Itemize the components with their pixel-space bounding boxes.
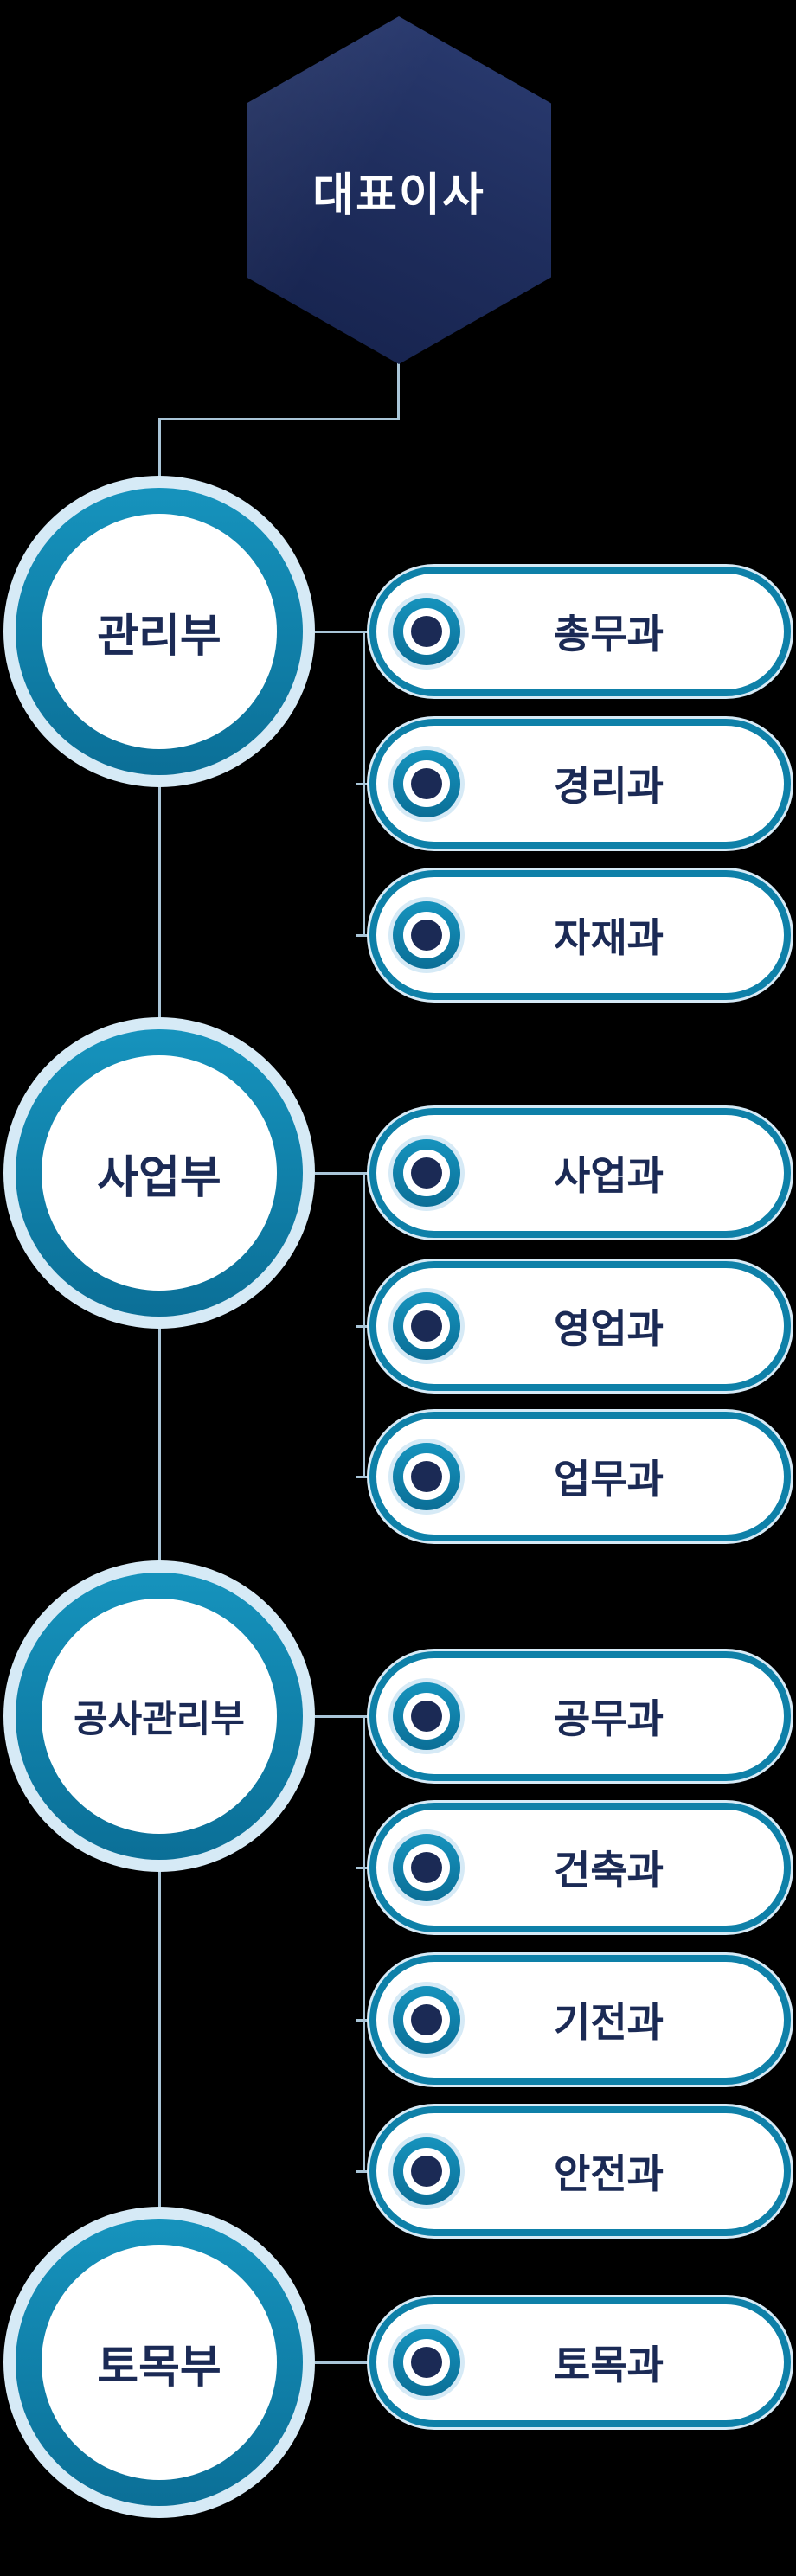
circle-core: 관리부 bbox=[42, 514, 277, 749]
bullet-icon bbox=[388, 897, 465, 973]
connector-line bbox=[356, 1476, 374, 1478]
section-pill: 토목과 bbox=[369, 2297, 791, 2427]
bullet-icon bbox=[388, 1829, 465, 1906]
bullet-icon bbox=[388, 1288, 465, 1364]
connector-line bbox=[315, 1715, 369, 1718]
dept-circle-construction-mgmt: 공사관리부 bbox=[3, 1560, 315, 1872]
bullet-icon bbox=[388, 2324, 465, 2400]
connector-line bbox=[356, 2019, 374, 2022]
connector-line bbox=[315, 631, 369, 633]
dept-label: 사업부 bbox=[97, 1152, 221, 1203]
connector-line bbox=[356, 1867, 374, 1869]
connector-line bbox=[363, 1172, 365, 1477]
dept-label: 공사관리부 bbox=[74, 1699, 245, 1740]
dept-label: 관리부 bbox=[97, 611, 221, 662]
section-pill: 경리과 bbox=[369, 719, 791, 849]
dept-circle-management: 관리부 bbox=[3, 476, 315, 787]
section-pill: 총무과 bbox=[369, 567, 791, 696]
section-label: 토목과 bbox=[554, 2342, 664, 2387]
section-label: 사업과 bbox=[554, 1153, 664, 1198]
section-label: 자재과 bbox=[554, 915, 664, 960]
connector-line bbox=[356, 934, 374, 937]
section-label: 총무과 bbox=[554, 612, 664, 657]
bullet-icon bbox=[388, 1439, 465, 1515]
connector-line bbox=[158, 418, 161, 2364]
circle-core: 토목부 bbox=[42, 2245, 277, 2480]
dept-circle-business: 사업부 bbox=[3, 1017, 315, 1329]
section-pill: 건축과 bbox=[369, 1803, 791, 1932]
ceo-node: 대표이사 bbox=[247, 16, 551, 364]
section-pill: 기전과 bbox=[369, 1955, 791, 2085]
section-pill: 공무과 bbox=[369, 1651, 791, 1781]
connector-line bbox=[356, 783, 374, 785]
bullet-icon bbox=[388, 2133, 465, 2209]
connector-line bbox=[315, 1172, 369, 1175]
connector-line bbox=[356, 1325, 374, 1328]
bullet-icon bbox=[388, 1135, 465, 1211]
circle-core: 사업부 bbox=[42, 1055, 277, 1291]
section-pill: 안전과 bbox=[369, 2106, 791, 2236]
connector-line bbox=[356, 2170, 374, 2173]
section-label: 업무과 bbox=[554, 1457, 664, 1502]
bullet-icon bbox=[388, 593, 465, 670]
ceo-label: 대표이사 bbox=[312, 170, 485, 221]
connector-line bbox=[315, 2361, 369, 2364]
dept-circle-civil: 토목부 bbox=[3, 2207, 315, 2518]
bullet-icon bbox=[388, 1678, 465, 1754]
dept-label: 토목부 bbox=[97, 2342, 221, 2393]
section-pill: 자재과 bbox=[369, 870, 791, 1000]
connector-line bbox=[363, 1715, 365, 2172]
section-label: 공무과 bbox=[554, 1696, 664, 1741]
section-label: 영업과 bbox=[554, 1306, 664, 1351]
connector-line bbox=[158, 418, 400, 420]
circle-core: 공사관리부 bbox=[42, 1599, 277, 1834]
section-label: 건축과 bbox=[554, 1848, 664, 1893]
section-label: 안전과 bbox=[554, 2151, 664, 2196]
section-pill: 업무과 bbox=[369, 1412, 791, 1541]
section-pill: 사업과 bbox=[369, 1108, 791, 1238]
section-pill: 영업과 bbox=[369, 1261, 791, 1391]
section-label: 경리과 bbox=[554, 764, 664, 809]
bullet-icon bbox=[388, 1982, 465, 2058]
section-label: 기전과 bbox=[554, 2000, 664, 2045]
bullet-icon bbox=[388, 746, 465, 822]
connector-line bbox=[397, 362, 400, 420]
